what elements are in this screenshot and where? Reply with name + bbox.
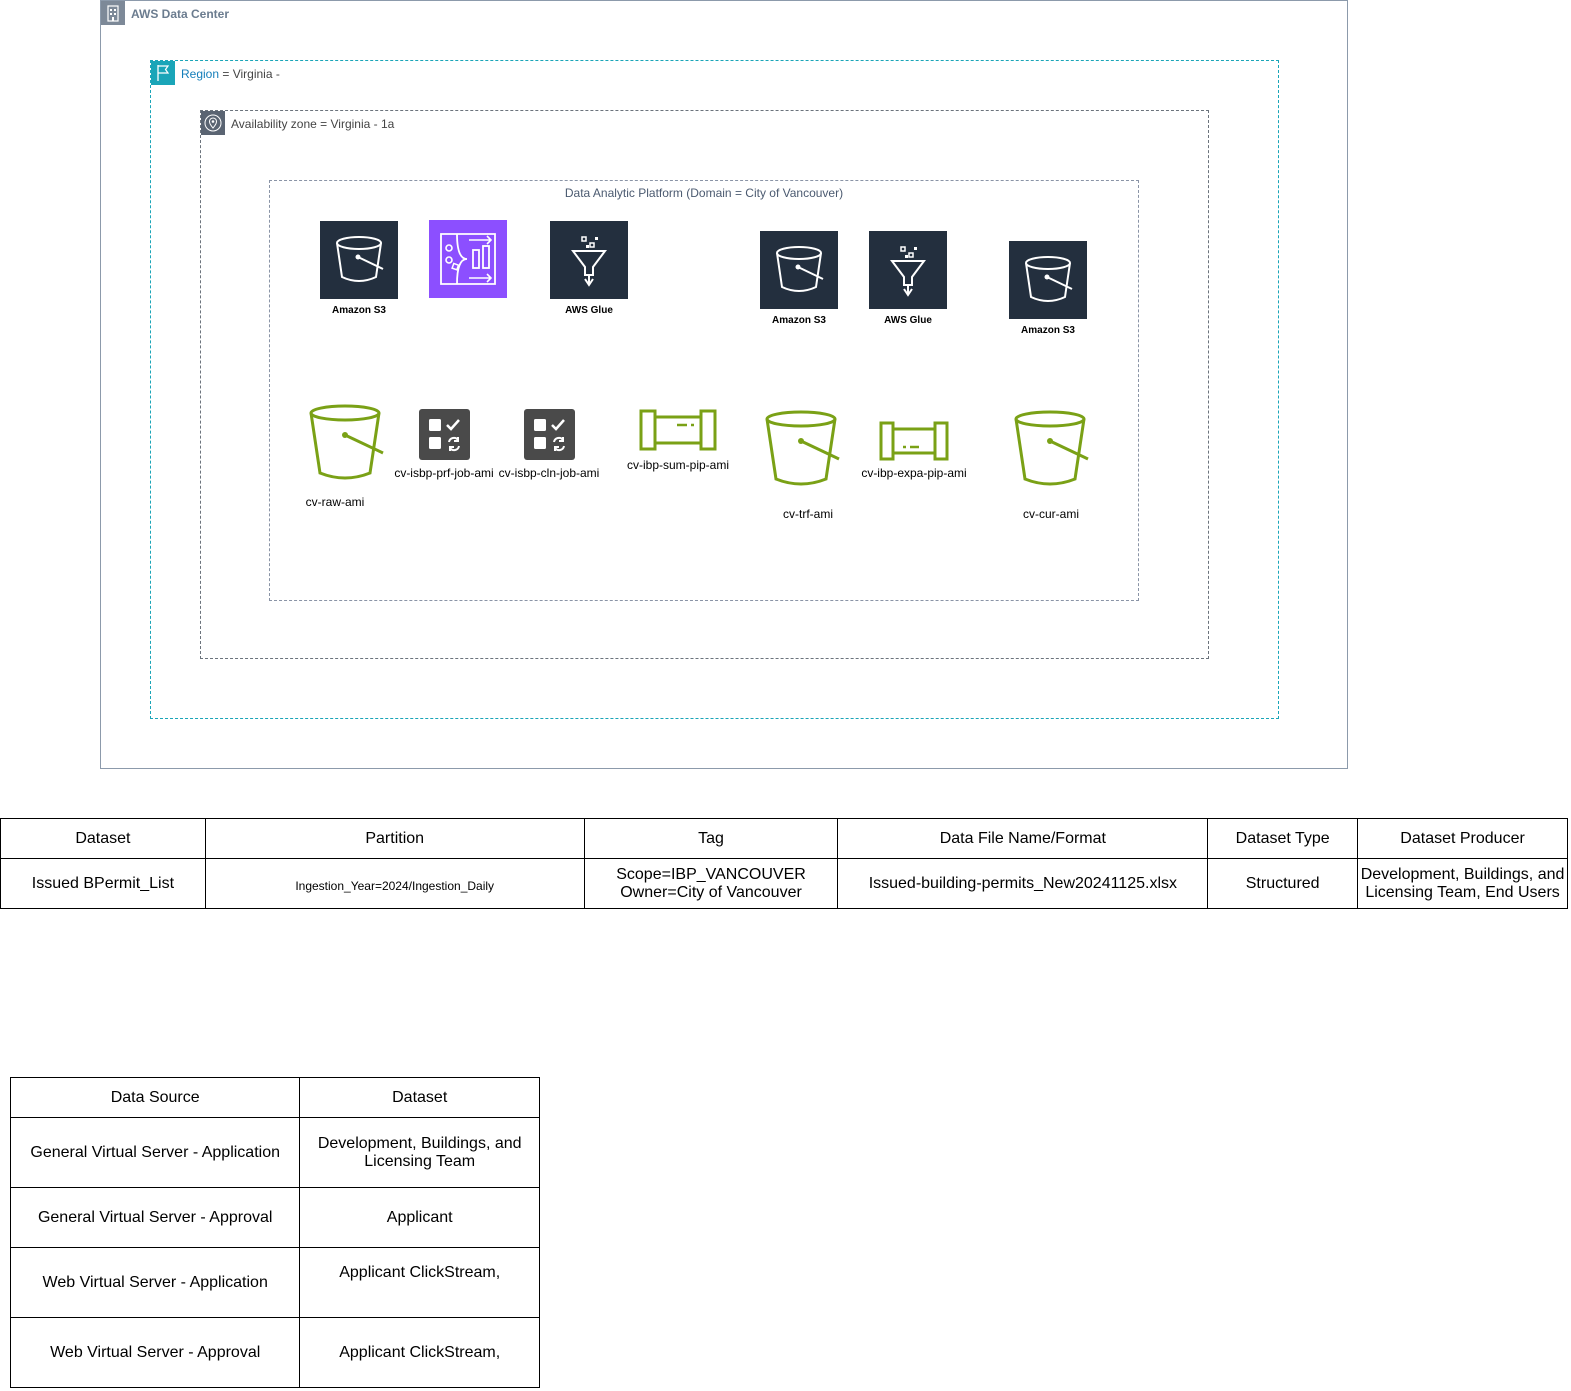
producer-line: Development, Buildings, and	[1360, 865, 1565, 883]
pipeline-icon	[879, 421, 949, 461]
table-cell: Issued-building-permits_New20241125.xlsx	[837, 858, 1209, 909]
flag-icon	[151, 61, 175, 85]
table-cell: General Virtual Server - Application	[9, 1117, 301, 1188]
table-row: Issued BPermit_List Ingestion_Year=2024/…	[0, 858, 1568, 909]
service-label: AWS Glue	[565, 305, 613, 316]
pipeline-icon	[639, 409, 717, 451]
table-row: General Virtual Server - Application Dev…	[9, 1117, 540, 1188]
region-group	[150, 60, 1279, 719]
service-label: Amazon S3	[332, 305, 386, 316]
resource-label: cv-cur-ami	[1023, 507, 1079, 521]
resource-label: cv-isbp-prf-job-ami	[394, 466, 494, 480]
tag-owner: Owner=City of Vancouver	[620, 883, 802, 901]
aws-glue-icon	[550, 221, 628, 299]
table-cell: Ingestion_Year=2024/Ingestion_Daily	[204, 858, 585, 909]
data-source-table: Data Source Dataset General Virtual Serv…	[9, 1077, 540, 1388]
resource-label: cv-raw-ami	[305, 495, 365, 509]
region-key: Region	[181, 67, 220, 81]
region-value: = Virginia -	[219, 67, 280, 81]
resource-label: cv-ibp-expa-pip-ami	[861, 466, 967, 480]
resource-label: cv-trf-ami	[783, 507, 833, 521]
table-cell: Issued BPermit_List	[0, 858, 206, 909]
availability-zone-group	[200, 110, 1209, 659]
table-cell: Applicant ClickStream,	[299, 1317, 540, 1388]
table-cell: Applicant	[299, 1187, 540, 1248]
service-label: AWS Glue	[884, 315, 932, 326]
table-header-cell: Partition	[204, 818, 585, 859]
table-row: Web Virtual Server - Approval Applicant …	[9, 1317, 540, 1388]
table-cell: Web Virtual Server - Application	[9, 1247, 301, 1318]
bucket-icon	[763, 409, 841, 489]
service-label: Amazon S3	[772, 315, 826, 326]
glue-job-icon	[419, 409, 470, 460]
tag-scope: Scope=IBP_VANCOUVER	[616, 865, 806, 883]
resource-label: cv-ibp-sum-pip-ami	[626, 458, 730, 472]
table-header-row: Data Source Dataset	[9, 1077, 540, 1118]
bucket-icon	[307, 403, 385, 483]
building-icon	[101, 1, 125, 25]
data-center-title: AWS Data Center	[131, 7, 230, 21]
table-header-cell: Tag	[583, 818, 839, 859]
table-header-cell: Data Source	[9, 1077, 301, 1118]
table-header-row: Dataset Partition Tag Data File Name/For…	[0, 818, 1568, 859]
aws-glue-icon	[869, 231, 947, 309]
dataset-line: Development, Buildings, and	[317, 1134, 522, 1152]
table-header-cell: Dataset	[0, 818, 206, 859]
glue-databrew-icon	[429, 220, 507, 298]
dataset-table: Dataset Partition Tag Data File Name/For…	[0, 818, 1568, 909]
platform-title: Data Analytic Platform (Domain = City of…	[564, 186, 844, 200]
table-header-cell: Dataset Type	[1207, 818, 1359, 859]
bucket-icon	[1012, 409, 1090, 489]
table-cell: Web Virtual Server - Approval	[9, 1317, 301, 1388]
table-row: Web Virtual Server - Application Applica…	[9, 1247, 540, 1318]
dataset-line: Licensing Team	[364, 1152, 476, 1170]
table-header-cell: Dataset Producer	[1357, 818, 1568, 859]
amazon-s3-icon	[320, 221, 398, 299]
location-pin-icon	[201, 111, 225, 135]
table-cell: General Virtual Server - Approval	[9, 1187, 301, 1248]
amazon-s3-icon	[760, 231, 838, 309]
glue-job-icon	[524, 409, 575, 460]
data-analytic-platform-group	[269, 180, 1139, 601]
table-header-cell: Data File Name/Format	[837, 818, 1209, 859]
aws-data-center-group	[100, 0, 1348, 769]
producer-line: Licensing Team, End Users	[1365, 883, 1560, 901]
amazon-s3-icon	[1009, 241, 1087, 319]
az-title: Availability zone = Virginia - 1a	[231, 117, 395, 131]
service-label: Amazon S3	[1021, 325, 1075, 336]
table-cell: Structured	[1207, 858, 1359, 909]
table-row: General Virtual Server - Approval Applic…	[9, 1187, 540, 1248]
region-title: Region = Virginia -	[181, 67, 280, 81]
resource-label: cv-isbp-cln-job-ami	[498, 466, 600, 480]
table-cell: Applicant ClickStream,	[299, 1247, 540, 1318]
table-header-cell: Dataset	[299, 1077, 540, 1118]
